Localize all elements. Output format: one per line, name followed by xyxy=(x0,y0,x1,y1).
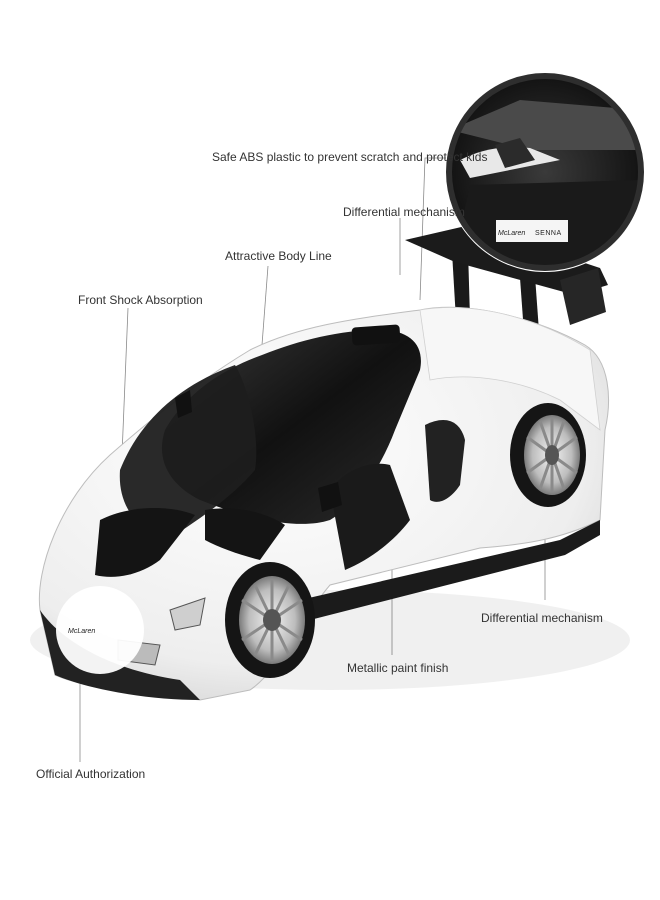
front-bumper xyxy=(40,610,200,700)
feature-front-shock: Front Shock Absorption xyxy=(78,293,203,307)
side-skirt xyxy=(300,520,600,620)
detail-zoom-inset xyxy=(445,72,645,272)
feature-differential-top: Differential mechanism xyxy=(343,205,465,219)
rear-brand-badge: McLaren xyxy=(498,230,526,237)
side-mirror xyxy=(318,482,342,512)
roof-scoop xyxy=(351,324,401,346)
rear-wing-endplate xyxy=(560,268,606,325)
headlight xyxy=(169,597,206,631)
feature-official-auth: Official Authorization xyxy=(36,767,146,781)
rear-wheel xyxy=(510,403,586,507)
hood-vent xyxy=(205,508,285,560)
feature-safe-abs: Safe ABS plastic to prevent scratch and … xyxy=(212,150,488,164)
side-window xyxy=(330,463,410,570)
front-logo-circle xyxy=(56,586,144,674)
feature-differential-right: Differential mechanism xyxy=(481,611,603,625)
wing-strut xyxy=(452,250,470,320)
hood-vent xyxy=(95,508,195,577)
rear-quarter xyxy=(419,307,601,431)
front-logo-text: McLaren xyxy=(68,628,96,635)
side-mirror xyxy=(175,390,192,418)
windshield xyxy=(119,365,257,545)
side-intake xyxy=(425,420,465,502)
feature-metallic-paint: Metallic paint finish xyxy=(347,661,449,675)
rc-car xyxy=(38,225,609,701)
feature-body-line: Attractive Body Line xyxy=(225,249,332,263)
rear-model-badge: SENNA xyxy=(535,230,562,237)
front-wheel xyxy=(225,562,315,678)
